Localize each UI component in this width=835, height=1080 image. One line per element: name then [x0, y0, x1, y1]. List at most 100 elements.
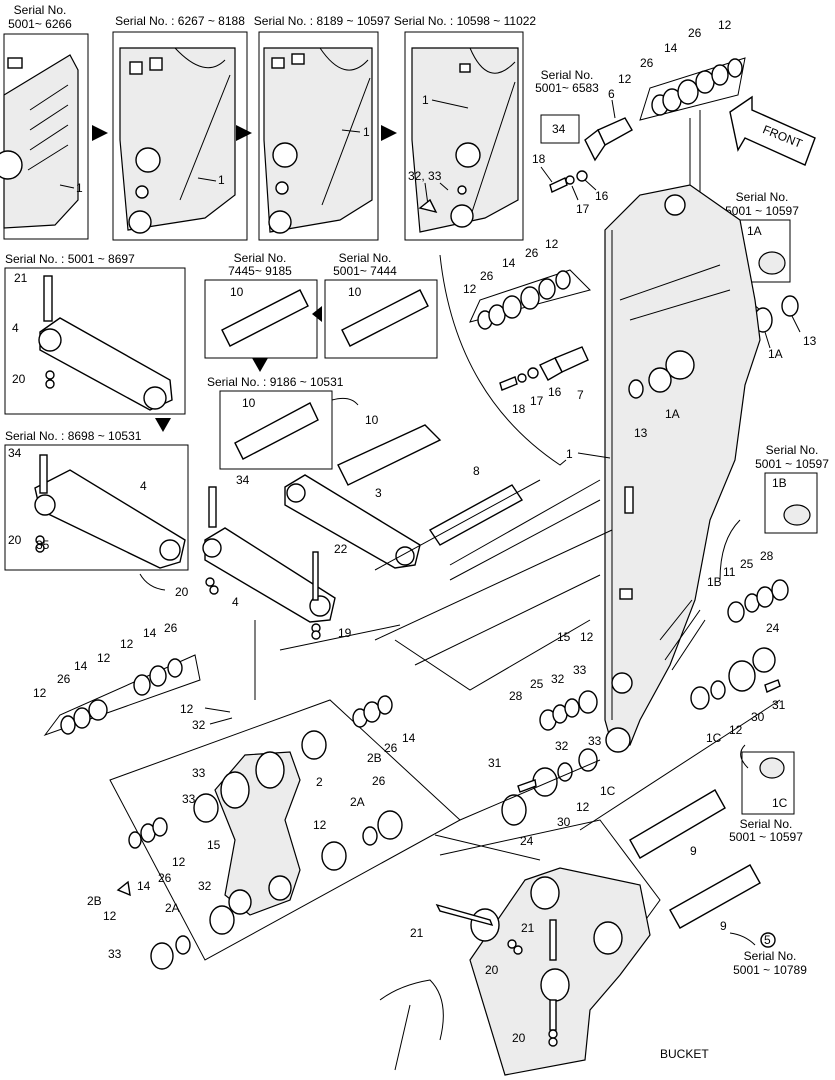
callout-24: 24: [520, 834, 534, 848]
connector-lines: [254, 479, 781, 861]
link-inset-upper: Serial No. : 5001 ~ 8697 21 4 20: [4, 252, 186, 415]
serial-inset-2: Serial No. : 6267 ~ 8188 1: [112, 14, 248, 241]
callout-16: 16: [595, 189, 609, 203]
callout-18: 18: [512, 402, 526, 416]
serial-label-9a: Serial No.: [339, 251, 392, 265]
callout-31: 31: [772, 698, 786, 712]
callout-28: 28: [760, 549, 774, 563]
callout-1: 1: [76, 181, 83, 195]
serial-label-5a: Serial No.: [541, 68, 594, 82]
callout-25: 25: [530, 677, 544, 691]
callout-14: 14: [664, 41, 678, 55]
serial-label-13a: Serial No.: [740, 817, 793, 831]
callout-34: 34: [236, 473, 250, 487]
callout-20: 20: [8, 533, 22, 547]
callout-17: 17: [530, 394, 544, 408]
callout-20: 20: [12, 372, 26, 386]
callout-32: 12: [180, 702, 194, 716]
callout-30: 30: [751, 710, 765, 724]
callout-26: 26: [480, 269, 494, 283]
callout-14: 12: [120, 637, 134, 651]
link-2: 33 33 2 15 12 32 12 32 2B 26 14 2A 26 14…: [87, 695, 461, 970]
callout-17: 17: [576, 202, 590, 216]
callout-12: 12: [33, 686, 47, 700]
callout-15: 26: [372, 774, 386, 788]
callout-30: 30: [557, 815, 571, 829]
callout-12: 2A: [350, 795, 365, 809]
serial-label-9b: 5001~ 7444: [333, 264, 397, 278]
serial-label-7: Serial No. : 5001 ~ 8697: [5, 252, 135, 266]
ref-5: 5: [764, 933, 771, 947]
callout-21: 21: [410, 926, 424, 940]
arrow-right-2: [236, 125, 252, 141]
bucket-label: BUCKET: [660, 1047, 709, 1061]
callout-12: 26: [164, 621, 178, 635]
callout-26: 14: [137, 879, 151, 893]
serial-label-6b: 5001 ~ 10597: [725, 204, 799, 218]
callout-26: 26: [688, 26, 702, 40]
serial-label-3: Serial No. : 8189 ~ 10597: [254, 14, 391, 28]
inset-1c: 1C Serial No. 5001 ~ 10597: [729, 744, 803, 844]
callout-34: 34: [552, 122, 566, 136]
callout-1B: 33: [573, 663, 587, 677]
serial-inset-1: Serial No. 5001~ 6266 1: [0, 3, 89, 240]
callout-12: 12: [463, 282, 477, 296]
serial-label-11: Serial No. : 8698 ~ 10531: [5, 429, 142, 443]
callout-20: 20: [512, 1031, 526, 1045]
callout-20: 20: [485, 963, 499, 977]
links-center: 34 20 4 22 19 3 10 8: [175, 413, 601, 640]
arm-lower-bearings: 28 25 32 33 15 12 32 33 31 30 12 1C 24 1…: [488, 630, 786, 848]
callout-19: 19: [338, 626, 352, 640]
callout-26: 14: [143, 626, 157, 640]
serial-inset-4: Serial No. : 10598 ~ 11022 1 32, 33: [394, 14, 537, 241]
callout-10: 10: [230, 285, 244, 299]
callout-1: 1: [422, 93, 429, 107]
callout-32: 2B: [87, 894, 102, 908]
callout-18: 18: [532, 152, 546, 166]
callout-12: 12: [172, 855, 186, 869]
callout-24: 24: [766, 621, 780, 635]
spacer-stack-top: 12 26 14 26 12: [618, 18, 746, 200]
serial-label-4: Serial No. : 10598 ~ 11022: [394, 14, 537, 28]
callout-12: 12: [545, 237, 559, 251]
serial-label-12a: Serial No.: [766, 443, 819, 457]
callout-4: 4: [140, 479, 147, 493]
arm-main: 1: [439, 184, 761, 753]
serial-label-6a: Serial No.: [736, 190, 789, 204]
callout-7: 7: [577, 388, 584, 402]
callout-4: 4: [12, 321, 19, 335]
pin-10-insets: Serial No. 7445~ 9185 10 Serial No. 5001…: [204, 251, 438, 470]
serial-label-8a: Serial No.: [234, 251, 287, 265]
callout-1: 1: [218, 173, 225, 187]
callout-9: 9: [720, 919, 727, 933]
callout-33: 32: [192, 718, 206, 732]
callout-1: 1: [566, 447, 573, 461]
callout-12: 2A: [165, 901, 180, 915]
pin-6-group: Serial No. 5001~ 6583 34 6 18 17 16: [532, 68, 633, 216]
callout-31: 31: [488, 756, 502, 770]
serial-label-1b: 5001~ 6266: [8, 17, 72, 31]
callout-26: 26: [57, 672, 71, 686]
callout-2A: 12: [313, 818, 327, 832]
spacer-stack-mid: 12 26 14 26 12 18 17 16 7 13 1A: [463, 237, 680, 440]
serial-label-12b: 5001 ~ 10597: [755, 457, 829, 471]
callout-26: 14: [402, 731, 416, 745]
spacer-stack-left: 12 26 14 12 12 14 26: [33, 621, 201, 737]
callout-20: 20: [175, 585, 189, 599]
callout-28: 28: [509, 689, 523, 703]
callout-12: 12: [618, 72, 632, 86]
callout-2: 33: [182, 792, 196, 806]
callout-21: 21: [14, 271, 28, 285]
callout-32-33: 32, 33: [408, 169, 442, 183]
callout-26: 26: [525, 246, 539, 260]
callout-2B: 2: [316, 775, 323, 789]
callout-22: 22: [334, 542, 348, 556]
callout-12: 12: [718, 18, 732, 32]
callout-14: 26: [158, 871, 172, 885]
inset-1b: Serial No. 5001 ~ 10597 1B 1B 11 25 28 2…: [707, 443, 829, 673]
callout-21: 21: [521, 921, 535, 935]
callout-33: 33: [588, 734, 602, 748]
callout-33: 12: [580, 630, 594, 644]
callout-13: 13: [634, 426, 648, 440]
